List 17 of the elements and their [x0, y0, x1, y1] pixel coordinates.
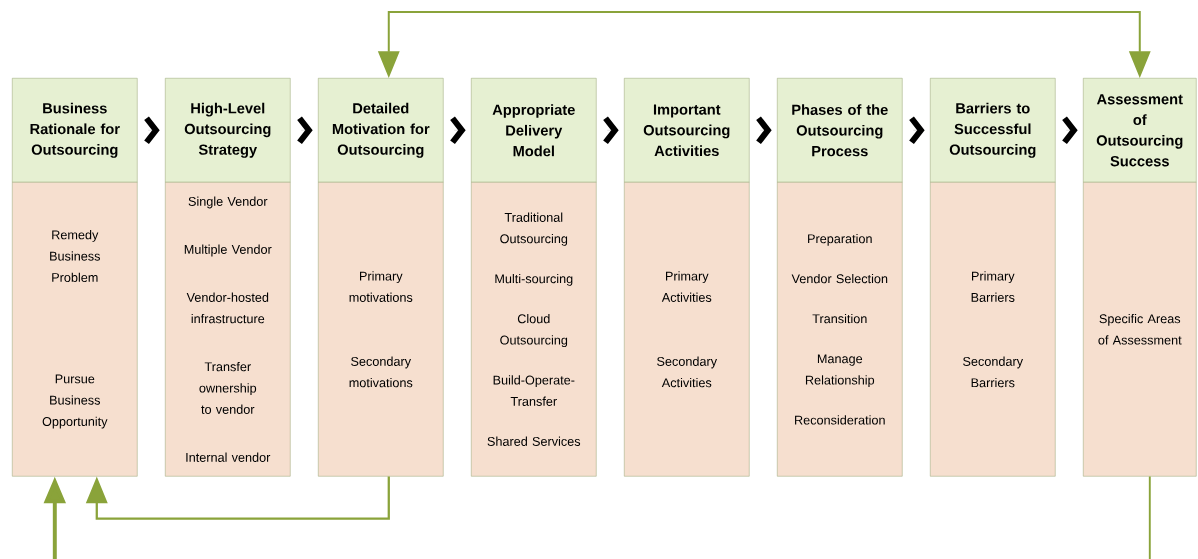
header-box: Important Outsourcing Activities — [624, 78, 750, 183]
header-box: Business Rationale for Outsourcing — [12, 78, 138, 183]
header-box: Phases of the Outsourcing Process — [777, 78, 903, 183]
list-box: Primary Activities Secondary Activities — [624, 182, 750, 477]
header-box: Assessment of Outsourcing Success — [1083, 78, 1197, 183]
list-box: Remedy Business Problem Pursue Business Opportunity — [12, 182, 138, 477]
list-box: Specific Areas of Assessment — [1083, 182, 1197, 477]
arrow — [85, 476, 390, 520]
header-box: Appropriate Delivery Model — [471, 78, 597, 183]
header-box: Barriers to Successful Outsourcing — [930, 78, 1056, 183]
list-box: Traditional Outsourcing Multi-sourcing Cloud Outsourcing Build-Operate-Transfer Shared Services — [471, 182, 597, 477]
list-box: Primary Barriers Secondary Barriers — [930, 182, 1056, 477]
header-box: High-Level Outsourcing Strategy — [165, 78, 291, 183]
list-box: Single Vendor Multiple Vendor Vendor-hosted infrastructure Transfer ownership to vendor Internal vendor — [165, 182, 291, 477]
list-box: Primary motivations Secondary motivations — [318, 182, 444, 477]
list-box: Preparation Vendor Selection Transition Manage Relationship Reconsideration — [777, 182, 903, 477]
header-box: Detailed Motivation for Outsourcing — [318, 78, 444, 183]
